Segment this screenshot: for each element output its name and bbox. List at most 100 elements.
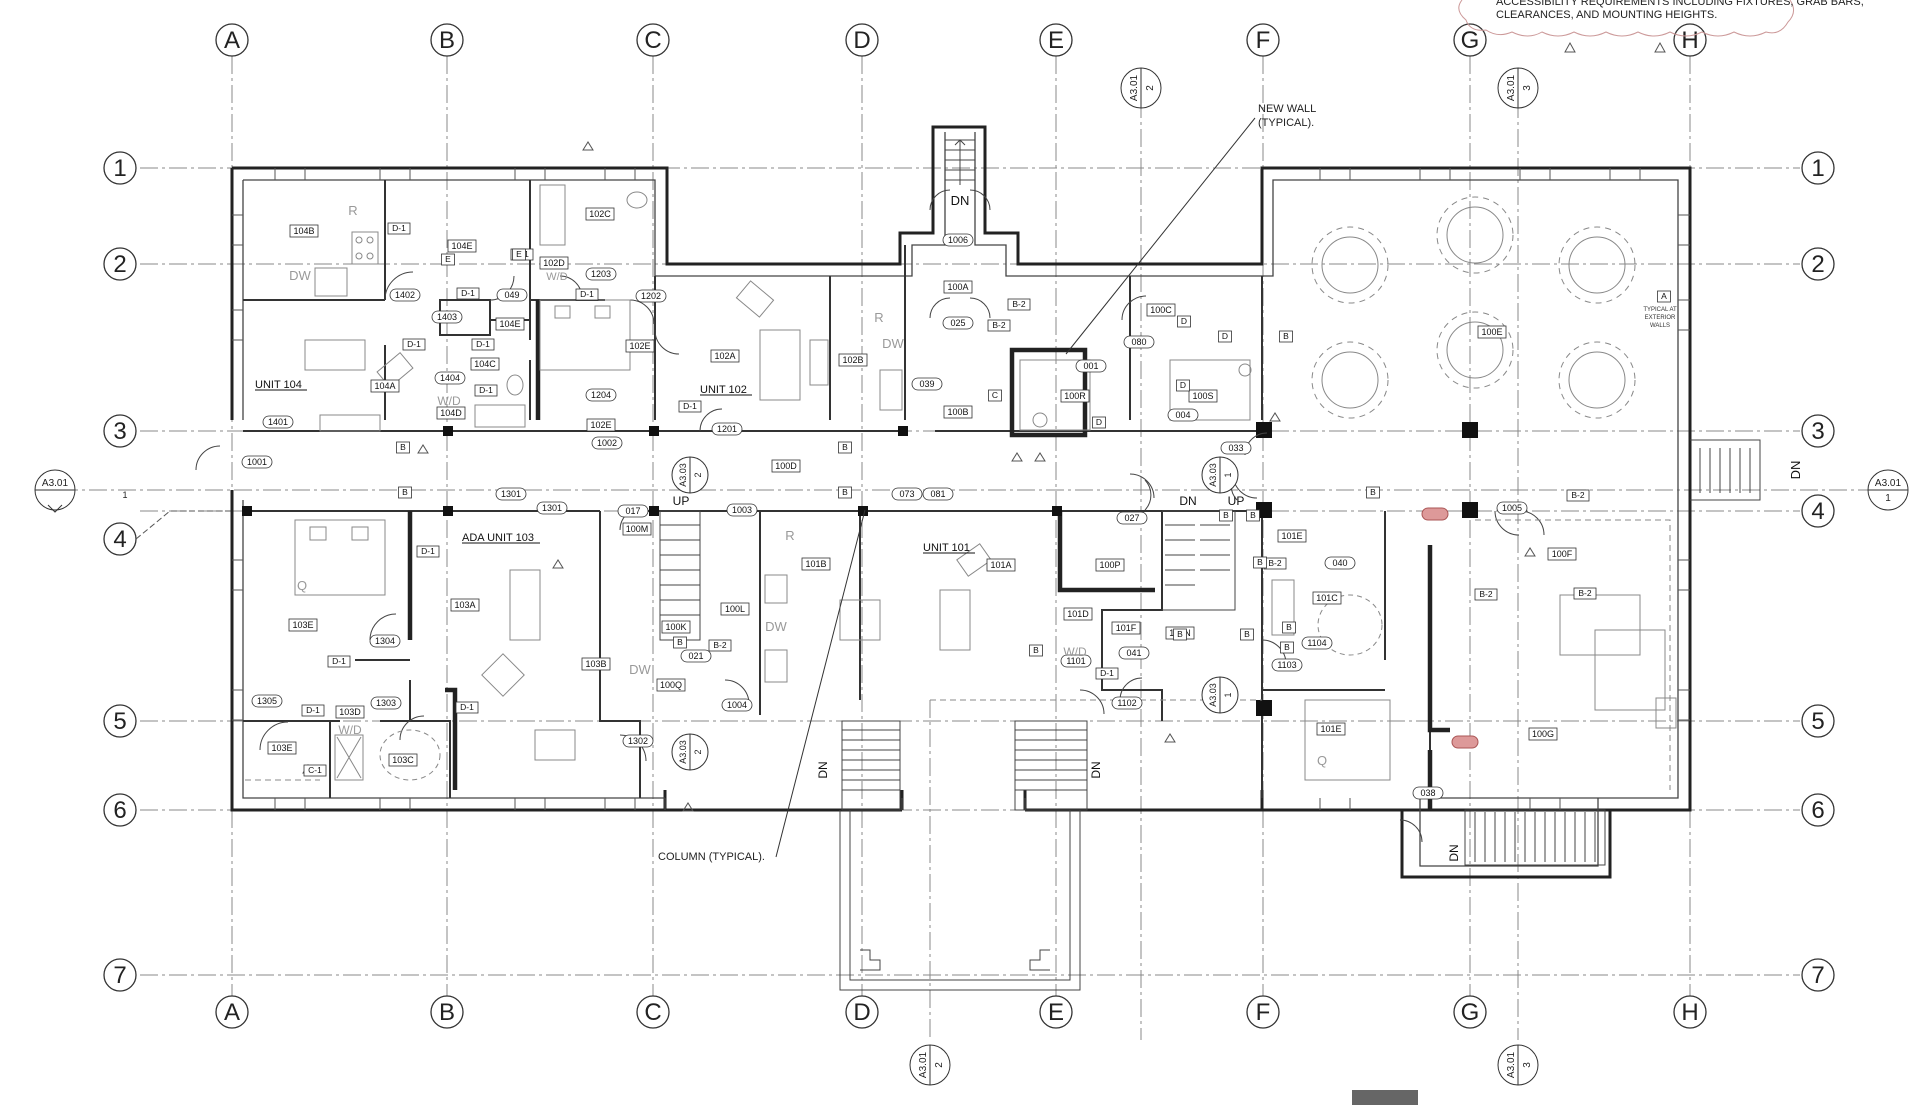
plan-text: DN: [1089, 761, 1103, 778]
structural-columns: [242, 422, 1478, 716]
door-tag: 073: [891, 487, 923, 501]
svg-text:D-1: D-1: [407, 339, 421, 349]
svg-text:1006: 1006: [948, 235, 968, 245]
svg-text:D: D: [1180, 380, 1186, 390]
plan-text: R: [348, 203, 357, 218]
svg-text:UNIT 101: UNIT 101: [923, 542, 970, 554]
svg-text:B: B: [1244, 629, 1250, 639]
room-tag: 103C: [388, 753, 418, 767]
svg-text:1301: 1301: [501, 489, 521, 499]
grid-bubble-3-right: 3: [1801, 414, 1835, 448]
section-markers: A3.01 1 A3.01 1 A3.01 2 A3.01 3 A3.0: [34, 67, 1909, 1086]
room-tag: 102D: [539, 256, 569, 270]
door-tag: 081: [922, 487, 954, 501]
room-tag: 102E: [586, 418, 616, 432]
plan-text: Q: [297, 578, 307, 593]
svg-text:C-1: C-1: [308, 765, 322, 775]
svg-text:B: B: [1177, 629, 1183, 639]
svg-text:1402: 1402: [395, 290, 415, 300]
svg-text:100S: 100S: [1192, 391, 1213, 401]
hidden-lines: [245, 519, 1671, 790]
svg-text:2: 2: [1811, 251, 1824, 278]
grid-bubble-C-bottom: C: [636, 995, 670, 1029]
svg-text:100F: 100F: [1552, 549, 1573, 559]
svg-text:004: 004: [1175, 410, 1190, 420]
svg-text:039: 039: [919, 379, 934, 389]
svg-text:E: E: [516, 249, 522, 259]
grid-bubble-2-left: 2: [103, 247, 137, 281]
type-mark: B: [396, 441, 410, 454]
svg-text:5: 5: [113, 708, 126, 735]
svg-text:1203: 1203: [591, 269, 611, 279]
new-walls: [407, 300, 1450, 810]
unit-label: ADA UNIT 103: [462, 532, 540, 544]
room-tag: 103D: [335, 705, 365, 719]
grid-bubble-E-top: E: [1039, 23, 1073, 57]
grid-bubble-A-bottom: A: [215, 995, 249, 1029]
svg-text:A: A: [224, 999, 240, 1026]
svg-text:1301: 1301: [542, 503, 562, 513]
grid-bubble-2-right: 2: [1801, 247, 1835, 281]
svg-text:041: 041: [1126, 648, 1141, 658]
svg-text:101D: 101D: [1067, 609, 1089, 619]
plan-text: DN: [1788, 461, 1803, 480]
svg-text:B: B: [1250, 510, 1256, 520]
door-tag: 1404: [434, 371, 466, 385]
room-tag: 103E: [267, 741, 297, 755]
svg-text:2: 2: [934, 1062, 945, 1068]
type-mark: D-1: [416, 545, 440, 558]
section-marker-a303-3: A3.03 1: [1201, 456, 1239, 494]
door-tag: 1302: [622, 734, 654, 748]
room-tag: 103E: [288, 618, 318, 632]
room-tag: 103A: [450, 598, 480, 612]
svg-text:B-2: B-2: [992, 320, 1006, 330]
room-tag: 101B: [801, 557, 831, 571]
interior-walls: [243, 180, 1431, 798]
room-tag: 104B: [289, 224, 319, 238]
grid-bubble-G-top: G: [1453, 23, 1487, 57]
door-tag: 040: [1324, 556, 1356, 570]
svg-text:7: 7: [113, 962, 126, 989]
door-tag: 049: [496, 288, 528, 302]
svg-text:B: B: [439, 27, 455, 54]
door-tag: 004: [1167, 408, 1199, 422]
type-mark: D-1: [678, 400, 702, 413]
room-tag: 101D: [1063, 607, 1093, 621]
grid-bubble-3-left: 3: [103, 414, 137, 448]
type-marks: D-1D-1D-1D-1D-1D-1D-1D-1D-1D-1D-1D-1D-1B…: [301, 222, 1671, 777]
svg-text:A3.01: A3.01: [1506, 74, 1517, 101]
type-mark: B: [1240, 628, 1254, 641]
type-mark: D: [1177, 315, 1191, 328]
type-mark: D-1: [1095, 667, 1119, 680]
room-tags: 104B104E102C102D104E104C104D104A102E102E…: [267, 207, 1577, 767]
door-tag: 1201: [711, 422, 743, 436]
door-tag: 1104: [1301, 636, 1333, 650]
room-tag: 104E: [495, 317, 525, 331]
svg-text:1401: 1401: [268, 417, 288, 427]
plan-text: UP: [673, 494, 690, 508]
svg-text:103E: 103E: [292, 620, 313, 630]
grid-bubble-1-left: 1: [103, 151, 137, 185]
door-tag: 1001: [241, 455, 273, 469]
room-tag: 100P: [1095, 558, 1125, 572]
svg-text:1202: 1202: [641, 291, 661, 301]
svg-text:B: B: [1284, 642, 1290, 652]
door-tag: 1204: [585, 388, 617, 402]
plan-text: W/D: [546, 271, 567, 283]
svg-text:5: 5: [1811, 708, 1824, 735]
svg-text:4: 4: [113, 526, 126, 553]
svg-text:7: 7: [1811, 962, 1824, 989]
grid-bubble-6-right: 6: [1801, 793, 1835, 827]
existing-column-markers: [1421, 507, 1479, 749]
type-mark: E: [441, 253, 455, 266]
room-tag: 100Q: [656, 678, 686, 692]
svg-text:102E: 102E: [629, 341, 650, 351]
type-mark: D-1: [387, 222, 411, 235]
svg-text:100E: 100E: [1481, 327, 1502, 337]
svg-text:4: 4: [1811, 498, 1824, 525]
door-tag: 021: [680, 649, 712, 663]
door-tag: 1202: [635, 289, 667, 303]
svg-text:101C: 101C: [1316, 593, 1338, 603]
door-tag: 1102: [1111, 696, 1143, 710]
